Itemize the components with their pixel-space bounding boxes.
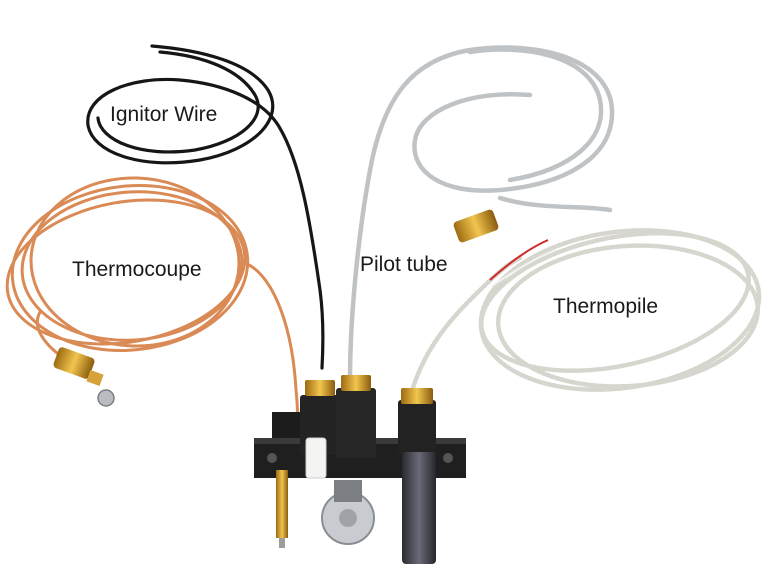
thermocouple-coil: [5, 176, 299, 430]
thermopile-braid: [407, 228, 762, 401]
label-ignitor-wire: Ignitor Wire: [110, 103, 218, 126]
pilot-tube-fitting: [453, 209, 499, 243]
label-thermocouple: Thermocoupe: [72, 258, 202, 281]
thermocouple-fitting: [53, 347, 115, 407]
pilot-tube: [347, 45, 615, 383]
label-thermopile: Thermopile: [553, 295, 659, 318]
thermopile-wires: [489, 239, 557, 287]
label-pilot-tube: Pilot tube: [360, 253, 448, 276]
ignitor-wire: [86, 44, 325, 370]
pilot-body: [272, 375, 436, 564]
